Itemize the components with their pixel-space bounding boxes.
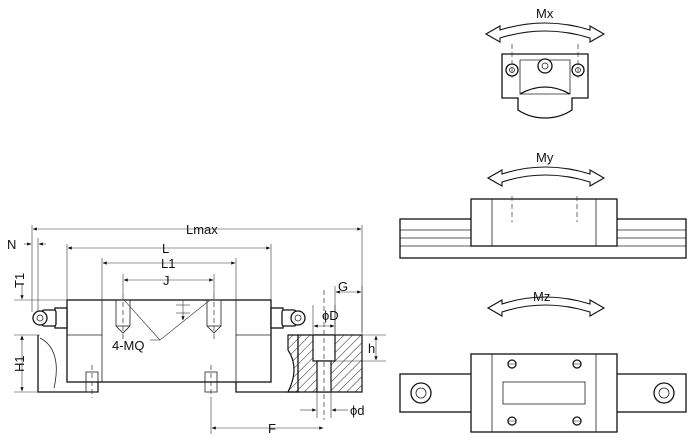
dim-t1-label: T1: [12, 273, 27, 288]
moment-mx-label: Mx: [536, 6, 554, 21]
dim-f-label: F: [268, 421, 276, 436]
carriage-block: [66, 299, 272, 383]
grease-nipple-right: [270, 307, 306, 329]
dim-j-label: J: [163, 273, 170, 288]
dim-h1-label: H1: [12, 355, 27, 372]
mx-block-outline: [501, 53, 589, 119]
mx-arrow: [484, 22, 606, 43]
dim-n-label: N: [7, 237, 16, 252]
tapped-hole-left: [115, 294, 131, 340]
dim-h-label: h: [368, 341, 375, 356]
my-block: [470, 198, 618, 247]
moment-mz-view: Mz: [399, 289, 687, 433]
rail-section-curve: [39, 337, 57, 389]
moment-my-view: My: [399, 150, 687, 259]
mz-arrow: [486, 296, 606, 317]
dim-lmax-label: Lmax: [186, 222, 218, 237]
moment-mx-view: Mx: [484, 6, 606, 119]
dim-l1-label: L1: [161, 256, 175, 271]
dim-l-label: L: [162, 241, 169, 256]
moment-mz-label: Mz: [533, 289, 550, 304]
dim-phid-label: ϕd: [350, 403, 365, 418]
rail-section-hatched: [287, 290, 363, 420]
my-arrow: [486, 166, 606, 187]
moment-my-label: My: [536, 150, 554, 165]
tapped-hole-right: [206, 294, 222, 340]
grease-nipple-left: [32, 307, 68, 329]
dim-4mq-label: 4-MQ: [112, 338, 145, 353]
dim-g-label: G: [338, 279, 348, 294]
dim-phiD-label: ϕD: [322, 308, 339, 323]
mz-block: [470, 353, 618, 433]
side-view: Lmax L L1 J N T1 H1 G: [7, 222, 386, 436]
